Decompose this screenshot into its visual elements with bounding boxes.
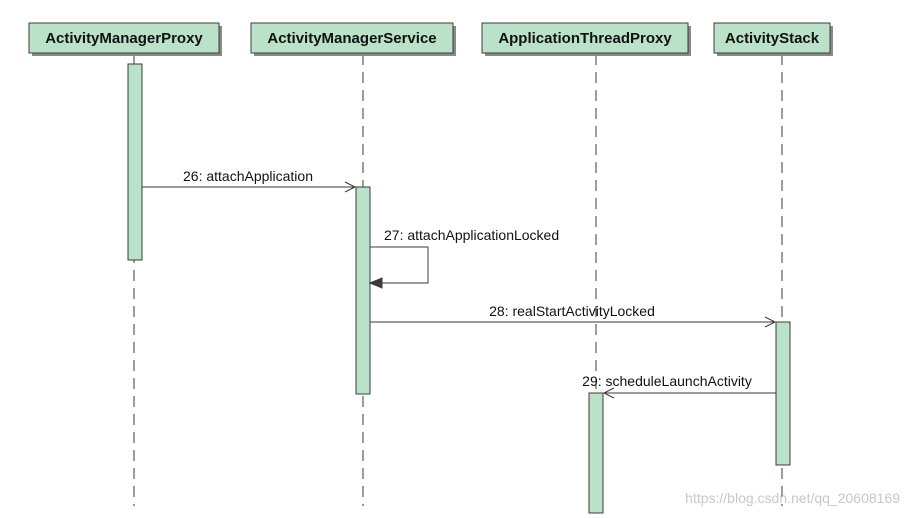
participant-label: ActivityStack [725, 30, 820, 47]
participant-label: ActivityManagerProxy [45, 30, 203, 47]
message-attach-application: 26: attachApplication [142, 168, 357, 193]
message-real-start-activity-locked: 28: realStartActivityLocked [370, 303, 777, 328]
arrow-head-icon [764, 316, 777, 328]
watermark: https://blog.csdn.net/qq_20608169 [685, 490, 900, 506]
arrow-head-icon [344, 181, 357, 193]
activation-bar-activity-manager-proxy [127, 63, 143, 261]
message-schedule-launch-activity: 29: scheduleLaunchActivity [582, 373, 776, 399]
participant-label: ApplicationThreadProxy [498, 30, 672, 47]
message-label: 27: attachApplicationLocked [384, 227, 559, 243]
message-label: 26: attachApplication [183, 168, 313, 184]
participant-application-thread-proxy: ApplicationThreadProxy [481, 22, 691, 56]
activation-bar-application-thread-proxy [588, 392, 604, 514]
arrow-head-icon [368, 277, 383, 289]
lifelines [133, 54, 783, 506]
participant-activity-stack: ActivityStack [713, 22, 833, 56]
participant-activity-manager-service: ActivityManagerService [250, 22, 456, 56]
message-attach-application-locked: 27: attachApplicationLocked [368, 227, 559, 289]
participant-activity-manager-proxy: ActivityManagerProxy [28, 22, 222, 56]
participant-label: ActivityManagerService [267, 30, 436, 47]
activation-bar-activity-manager-service [355, 186, 371, 395]
activation-bar-activity-stack [775, 321, 791, 466]
message-label: 29: scheduleLaunchActivity [582, 373, 752, 389]
arrow-head-icon [602, 387, 615, 399]
message-label: 28: realStartActivityLocked [489, 303, 655, 319]
